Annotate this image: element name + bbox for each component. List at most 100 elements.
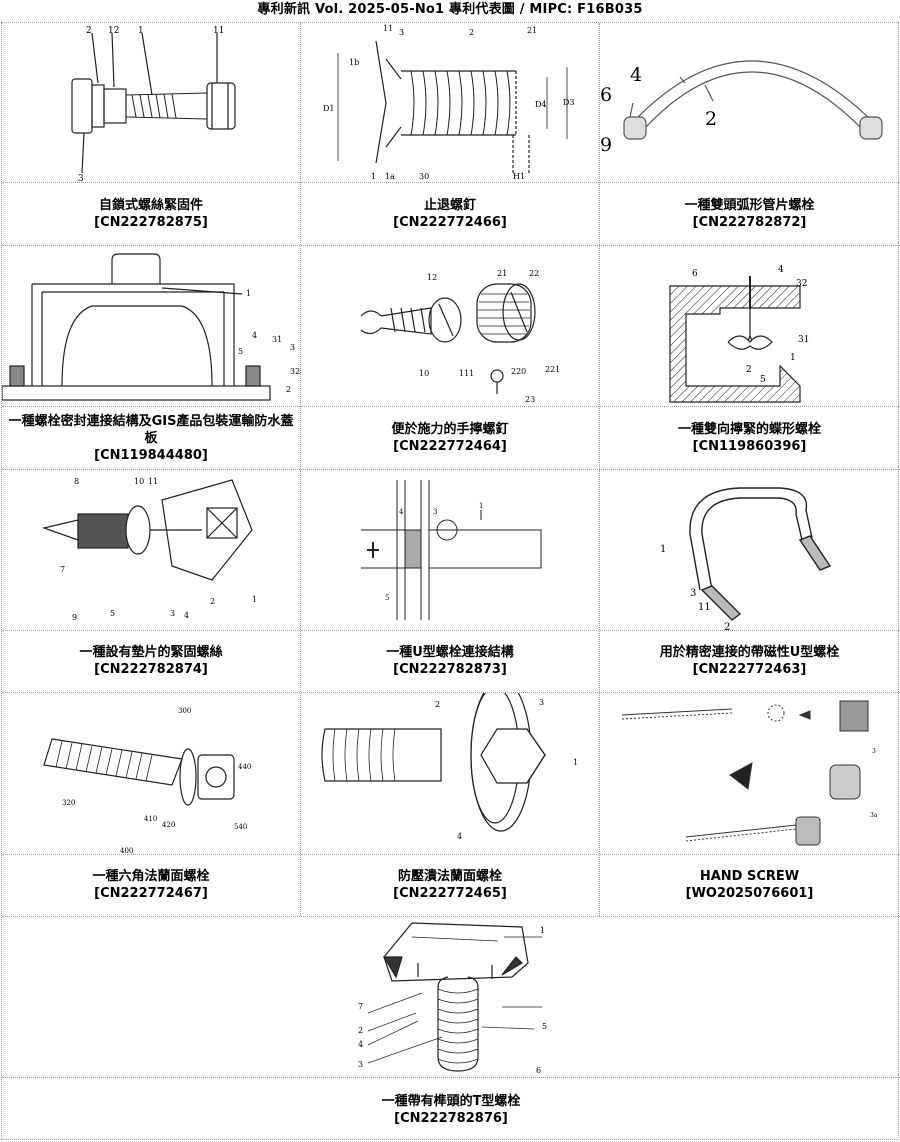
part-label: 6 bbox=[600, 84, 612, 106]
patent-drawing: 4 6 2 9 bbox=[600, 23, 899, 183]
part-label: 2 bbox=[724, 622, 730, 631]
patent-card: 1 4 31 5 3 32 2 一種螺栓密封連接結構及GIS產品包裝運輸防水蓋板… bbox=[2, 246, 301, 469]
patent-drawing: 300 320 410 420 440 400 540 bbox=[2, 693, 300, 855]
patent-number: [CN222782873] bbox=[307, 661, 593, 678]
patent-title: 自鎖式螺絲緊固件 bbox=[99, 198, 203, 213]
part-label: 10 bbox=[134, 477, 144, 486]
patent-title: 一種U型螺栓連接結構 bbox=[386, 645, 514, 660]
part-label: 2 bbox=[705, 108, 717, 130]
part-label: 5 bbox=[238, 347, 243, 356]
part-label: 6 bbox=[536, 1066, 541, 1075]
patent-card: 4 3 1 5 一種U型螺栓連接結構 [CN222782873] bbox=[301, 470, 600, 692]
part-label: 3a bbox=[870, 812, 878, 819]
part-label: 7 bbox=[358, 1002, 363, 1011]
patent-drawing: 8 10 11 7 9 5 3 4 2 1 bbox=[2, 470, 300, 631]
part-label: 3 bbox=[399, 28, 404, 37]
part-label: 2 bbox=[286, 385, 291, 394]
part-label: 1 bbox=[479, 502, 483, 510]
patent-card: 11 3 2 21 1b D1 D4 D3 1 1a 30 H1 止退螺釘 [C… bbox=[301, 23, 600, 245]
patent-row: 300 320 410 420 440 400 540 一種六角法蘭面螺栓 [C… bbox=[2, 693, 900, 917]
patent-grid: 2 12 1 11 3 自鎖式螺絲緊固件 [CN222782875] bbox=[1, 22, 899, 1140]
part-label: 5 bbox=[760, 375, 766, 385]
part-label: 4 bbox=[399, 508, 404, 516]
part-label: 11 bbox=[213, 26, 224, 36]
part-label: 1 bbox=[371, 172, 376, 181]
patent-title: 止退螺釘 bbox=[424, 198, 476, 213]
patent-caption: 一種雙向擰緊的蝶形螺栓 [CN119860396] bbox=[600, 421, 899, 455]
part-label: 9 bbox=[600, 134, 612, 156]
patent-drawing: 1 3 11 2 bbox=[600, 470, 899, 631]
part-label: 1 bbox=[573, 758, 578, 767]
part-label: 1 bbox=[246, 289, 251, 298]
patent-drawing: 1 4 31 5 3 32 2 bbox=[2, 246, 300, 407]
patent-number: [CN119860396] bbox=[606, 438, 893, 455]
patent-card: 1 3 11 2 用於精密連接的帶磁性U型螺栓 [CN222772463] bbox=[600, 470, 899, 692]
part-label: 12 bbox=[108, 26, 119, 36]
patent-number: [CN119844480] bbox=[8, 447, 294, 464]
patent-card: 2 3 1 4 防壓潰法蘭面螺栓 [CN222772465] bbox=[301, 693, 600, 916]
patent-title: 便於施力的手擰螺釘 bbox=[391, 422, 508, 437]
patent-drawing: 1 7 2 4 3 5 6 bbox=[2, 917, 900, 1078]
patent-caption: 一種雙頭弧形管片螺栓 [CN222782872] bbox=[600, 197, 899, 231]
patent-caption: 自鎖式螺絲緊固件 [CN222782875] bbox=[2, 197, 300, 231]
patent-caption: 一種螺栓密封連接結構及GIS產品包裝運輸防水蓋板 [CN119844480] bbox=[2, 413, 300, 464]
part-label: 221 bbox=[545, 365, 560, 374]
part-label: 1b bbox=[349, 58, 359, 67]
part-label: 540 bbox=[234, 823, 247, 831]
patent-title: 一種六角法蘭面螺栓 bbox=[92, 869, 209, 884]
part-label: 6 bbox=[692, 269, 698, 279]
part-label: 2 bbox=[469, 28, 474, 37]
part-label: 9 bbox=[72, 613, 77, 622]
part-label: 3 bbox=[78, 174, 84, 183]
part-label: 12 bbox=[427, 273, 437, 282]
patent-caption: 防壓潰法蘭面螺栓 [CN222772465] bbox=[301, 868, 599, 902]
part-label: 1a bbox=[385, 172, 395, 181]
part-label: 4 bbox=[630, 64, 642, 86]
patent-title: 用於精密連接的帶磁性U型螺栓 bbox=[660, 645, 840, 660]
part-label: 2 bbox=[746, 365, 752, 375]
part-label: 2 bbox=[86, 26, 92, 36]
patent-caption: 一種六角法蘭面螺栓 [CN222772467] bbox=[2, 868, 300, 902]
part-label: 31 bbox=[798, 335, 809, 345]
part-label: 1 bbox=[252, 595, 257, 604]
part-label: 2 bbox=[358, 1026, 363, 1035]
part-label: 111 bbox=[459, 369, 474, 378]
patent-card: 3 3a HAND SCREW [WO2025076601] bbox=[600, 693, 899, 916]
patent-caption: 便於施力的手擰螺釘 [CN222772464] bbox=[301, 421, 599, 455]
part-label: 31 bbox=[272, 335, 282, 344]
page-header: 專利新訊 Vol. 2025-05-No1 專利代表圖 / MIPC: F16B… bbox=[0, 0, 900, 22]
patent-caption: 止退螺釘 [CN222772466] bbox=[301, 197, 599, 231]
part-label: 4 bbox=[358, 1040, 363, 1049]
part-label: 400 bbox=[120, 847, 133, 855]
patent-card: 8 10 11 7 9 5 3 4 2 1 一種設有墊片的緊固螺絲 [CN222… bbox=[2, 470, 301, 692]
patent-number: [CN222782872] bbox=[606, 214, 893, 231]
patent-title: 一種雙向擰緊的蝶形螺栓 bbox=[678, 422, 821, 437]
patent-caption: 用於精密連接的帶磁性U型螺栓 [CN222772463] bbox=[600, 644, 899, 678]
part-label: 3 bbox=[433, 508, 437, 516]
patent-row: 2 12 1 11 3 自鎖式螺絲緊固件 [CN222782875] bbox=[2, 23, 900, 246]
part-label: 21 bbox=[527, 26, 537, 35]
patent-drawing: 2 12 1 11 3 bbox=[2, 23, 300, 183]
part-label: D1 bbox=[323, 104, 335, 113]
part-label: 8 bbox=[74, 477, 79, 486]
patent-drawing: 2 3 1 4 bbox=[301, 693, 599, 855]
part-label: 3 bbox=[358, 1060, 363, 1069]
part-label: 2 bbox=[210, 597, 215, 606]
patent-card: 1 7 2 4 3 5 6 一種帶有榫頭的T型螺栓 [CN222782876] bbox=[2, 917, 900, 1141]
part-label: 440 bbox=[238, 763, 251, 771]
part-label: D4 bbox=[535, 100, 547, 109]
patent-title: 防壓潰法蘭面螺栓 bbox=[398, 869, 502, 884]
part-label: 4 bbox=[184, 611, 189, 620]
part-label: 10 bbox=[419, 369, 429, 378]
part-label: 320 bbox=[62, 799, 75, 807]
patent-number: [CN222782875] bbox=[8, 214, 294, 231]
part-label: 7 bbox=[60, 565, 65, 574]
part-label: 1 bbox=[790, 353, 796, 363]
patent-title: HAND SCREW bbox=[700, 869, 799, 884]
part-label: 21 bbox=[497, 269, 507, 278]
part-label: 5 bbox=[385, 594, 389, 602]
part-label: 3 bbox=[290, 343, 295, 352]
patent-card: 12 21 22 10 111 220 221 23 便於施力的手擰螺釘 [CN… bbox=[301, 246, 600, 469]
patent-number: [CN222772466] bbox=[307, 214, 593, 231]
patent-caption: 一種U型螺栓連接結構 [CN222782873] bbox=[301, 644, 599, 678]
